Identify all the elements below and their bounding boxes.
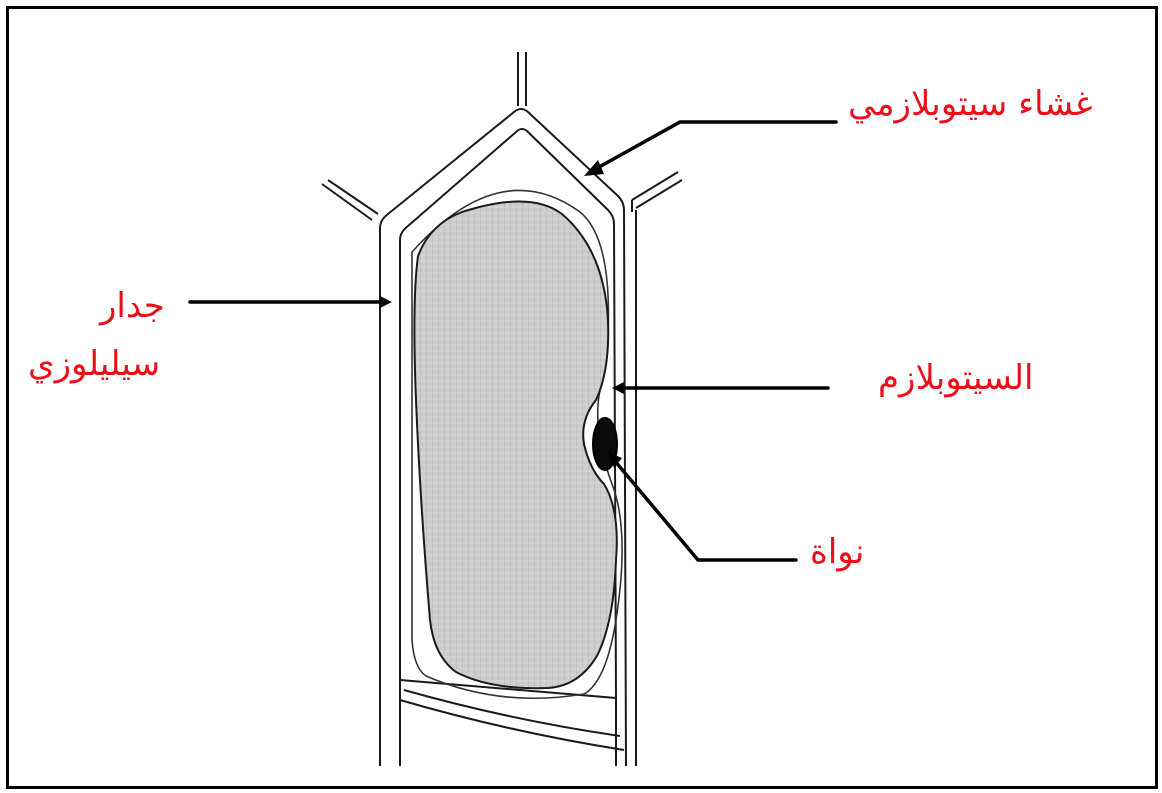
nucleus-leader-line <box>614 460 796 560</box>
cytoplasm-label: السيتوبلازم <box>878 356 1033 400</box>
vacuole <box>414 201 616 688</box>
plasma-membrane-label: غشاء سيتوبلازمي <box>848 82 1093 126</box>
membrane-leader-line <box>590 122 836 172</box>
nucleus-label: نواة <box>810 530 864 574</box>
wall-arrowhead <box>380 296 392 308</box>
cell-wall-label-line2: سيليلوزي <box>28 342 160 386</box>
cell-wall-label-line1: جدار <box>100 284 165 328</box>
neighbor-cell-walls <box>322 52 682 220</box>
